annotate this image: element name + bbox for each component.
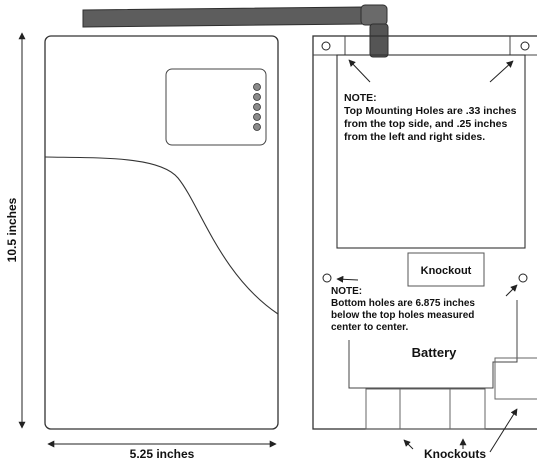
bottom-left-hole-pointer — [336, 275, 359, 283]
circuit-board-panel — [336, 54, 526, 249]
battery-outline — [348, 300, 518, 389]
knockout-label: Knockout — [421, 265, 472, 277]
top-note-line-2: from the top side, and .25 inches — [344, 118, 508, 130]
indicator-leds — [253, 83, 261, 131]
bottom-right-hole-pointer — [505, 284, 518, 297]
bottom-right-mounting-hole — [518, 273, 528, 283]
display-window — [165, 68, 267, 146]
front-enclosure — [44, 35, 279, 430]
height-dimension: 10.5 inches — [5, 32, 26, 429]
knockout-bottom-1 — [365, 388, 401, 430]
indicator-led — [253, 113, 261, 121]
knockout-box — [407, 252, 485, 287]
top-note-line-1: Top Mounting Holes are .33 inches — [344, 105, 517, 117]
indicator-led — [253, 103, 261, 111]
knockouts-label: Knockouts — [424, 447, 486, 461]
height-dimension-label: 10.5 inches — [5, 197, 19, 262]
knockout-side — [494, 357, 537, 400]
bottom-left-mounting-hole — [322, 273, 332, 283]
bottom-note-heading: NOTE: — [331, 286, 362, 297]
width-dimension: 5.25 inches — [47, 440, 277, 461]
indicator-led — [253, 93, 261, 101]
knockouts-pointer-left — [403, 439, 414, 450]
top-left-hole-pointer — [348, 59, 371, 83]
top-right-hole-pointer — [489, 60, 514, 83]
antenna-hinge — [360, 4, 388, 26]
top-note-line-3: from the left and right sides. — [344, 131, 485, 143]
indicator-led — [253, 83, 261, 91]
top-left-mounting-hole — [321, 41, 331, 51]
knockout-bottom-3 — [449, 388, 486, 430]
bottom-note-line-2: below the top holes measured — [331, 310, 474, 321]
width-dimension-label: 5.25 inches — [130, 447, 195, 461]
indicator-led — [253, 123, 261, 131]
knockout-bottom-2 — [399, 388, 451, 430]
knockouts-pointer-right — [489, 408, 518, 453]
antenna-rod — [82, 6, 364, 28]
top-note-heading: NOTE: — [344, 92, 377, 104]
front-cover-curve — [44, 156, 279, 315]
back-view: NOTE: Top Mounting Holes are .33 inches … — [312, 35, 537, 461]
antenna-base — [369, 23, 389, 58]
battery-label: Battery — [412, 345, 458, 360]
bottom-note-line-3: center to center. — [331, 322, 408, 333]
antenna — [82, 4, 389, 58]
bottom-note-line-1: Bottom holes are 6.875 inches — [331, 298, 475, 309]
front-view — [44, 35, 279, 430]
top-right-mounting-hole — [520, 41, 530, 51]
